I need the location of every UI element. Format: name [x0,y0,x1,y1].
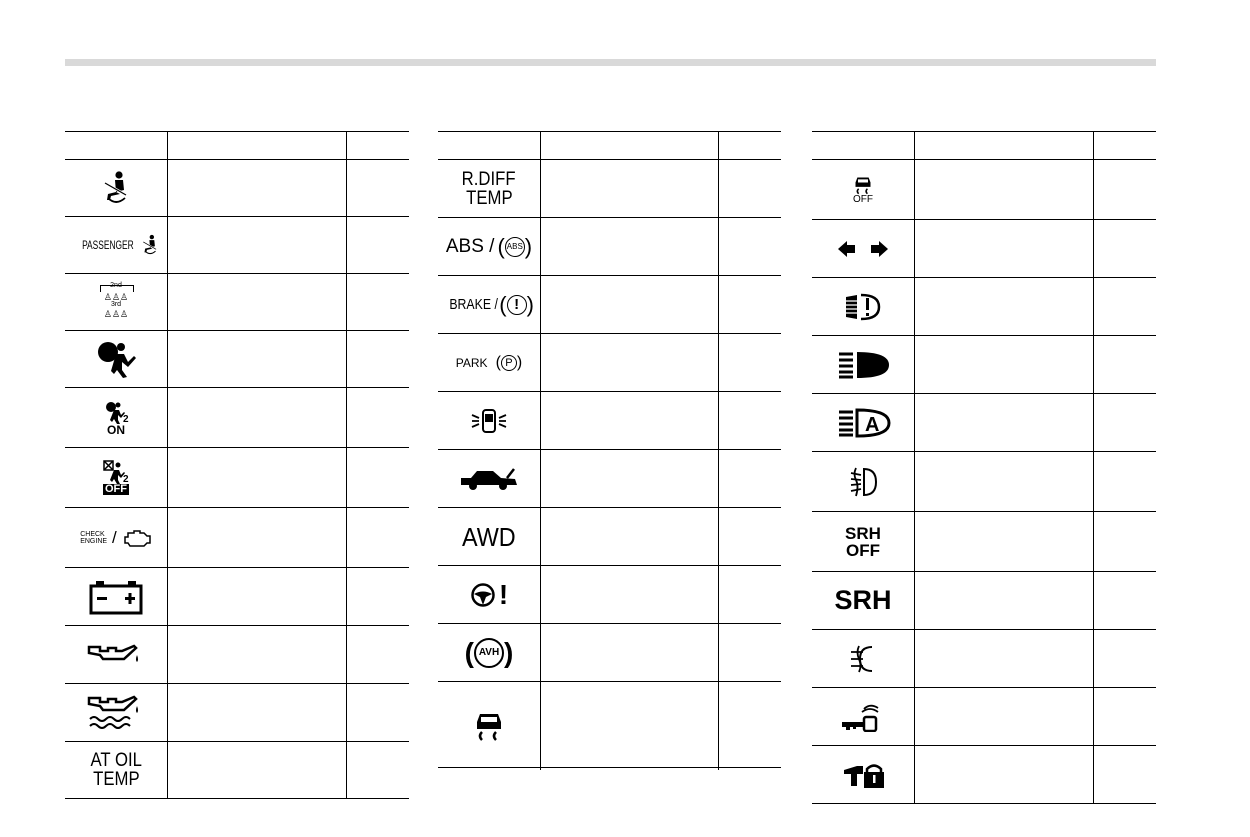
at-oil-temp-warning-icon: AT OIL TEMP [65,742,168,798]
table-row: AT OIL TEMP [65,742,409,798]
low-oil-level-warning-icon [65,684,168,741]
table-row [438,392,781,450]
check-engine-icon: CHECK ENGINE / [65,508,168,567]
table-header [812,132,1156,160]
table-row: ABS / (ABS) [438,218,781,276]
rear-seatbelt-reminder-icon: 2nd ♙♙♙ 3rd ♙♙♙ [65,274,168,330]
table-row [812,630,1156,688]
avh-badge: AVH [474,637,504,668]
front-fog-light-icon [812,452,915,511]
brake-warning-icon: BRAKE / (!) [438,276,541,333]
vdc-off-icon: OFF [812,160,915,219]
auto-high-beam-icon: A [812,394,915,451]
brake-label: BRAKE / [449,296,498,313]
second-row-label: 2nd [110,282,122,289]
abs-label: ABS / [445,236,495,257]
table-row [812,688,1156,746]
airbag-off-label: OFF [103,483,129,495]
awd-warning-icon: AWD [438,508,541,565]
power-steering-warning-icon: ! [438,566,541,623]
warning-lights-table-3: OFF [812,131,1156,804]
warning-lights-table-1: PASSENGER 2nd ♙♙♙ 3rd ♙♙♙ [65,131,409,799]
table-row [438,450,781,508]
srh-warning-icon: SRH [812,572,915,629]
warning-lights-table-2: R.DIFF TEMP ABS / (ABS) BRAKE / (!) PARK… [438,131,781,770]
srh-label: SRH [845,523,881,543]
srh-warning-label: SRH [834,585,892,615]
headlight-leveling-warning-icon [812,278,915,335]
table-row: ! [438,566,781,624]
check-label: CHECK [80,530,105,538]
table-row: R.DIFF TEMP [438,160,781,218]
at-oil-label: AT OIL [90,750,142,771]
table-header [65,132,409,160]
engine-label: ENGINE [80,537,108,545]
table-row [65,331,409,388]
page-top-bar [65,59,1156,66]
trunk-open-warning-icon [438,450,541,507]
rear-fog-light-icon [812,630,915,687]
awd-label: AWD [462,521,516,552]
high-beam-icon [812,336,915,393]
rear-diff-temp-icon: R.DIFF TEMP [438,160,541,217]
park-badge: P [500,354,517,371]
table-row [65,684,409,742]
rdiff-label: R.DIFF [462,168,516,190]
seatbelt-warning-icon [65,160,168,216]
passenger-seatbelt-warning-icon: PASSENGER [65,217,168,273]
passenger-label: PASSENGER [82,238,134,252]
auto-badge: A [865,414,879,436]
temp-label: TEMP [92,769,140,790]
table-row: SRH OFF [812,512,1156,572]
srh-off-icon: SRH OFF [812,512,915,571]
table-row: 2nd ♙♙♙ 3rd ♙♙♙ [65,274,409,331]
separator: / [112,527,117,547]
table-row: SRH [812,572,1156,630]
brake-badge: ! [506,294,527,315]
srs-airbag-warning-icon [65,331,168,387]
table-row [65,626,409,684]
security-indicator-icon [812,746,915,803]
front-passenger-airbag-off-icon: 2 OFF [65,448,168,507]
temp-label: TEMP [465,187,513,209]
oil-pressure-warning-icon [65,626,168,683]
third-row-label: 3rd [110,301,122,308]
airbag-on-label: ON [107,422,125,437]
table-row: 2 OFF [65,448,409,508]
svg-text:2: 2 [123,474,129,484]
table-row [812,220,1156,278]
door-open-warning-icon [438,392,541,449]
table-row [812,278,1156,336]
battery-charge-warning-icon [65,568,168,625]
table-row: PASSENGER [65,217,409,274]
vehicle-dynamics-control-icon [438,682,541,770]
table-row [65,568,409,626]
front-passenger-airbag-on-icon: 2 ON [65,388,168,447]
srh-off-label: OFF [846,540,880,560]
table-row [812,452,1156,512]
table-row: 2 ON [65,388,409,448]
vdc-off-label: OFF [853,193,873,205]
access-key-icon [812,688,915,745]
turn-signal-icon [812,220,915,277]
park-label: PARK [455,355,488,370]
parking-brake-icon: PARK (P) [438,334,541,391]
table-row: OFF [812,160,1156,220]
table-header [438,132,781,160]
table-row: AWD [438,508,781,566]
table-row: A [812,394,1156,452]
table-row: PARK (P) [438,334,781,392]
table-row: CHECK ENGINE / [65,508,409,568]
svg-text:2: 2 [123,414,129,424]
table-row [65,160,409,217]
abs-badge: ABS [504,236,525,257]
table-row [812,746,1156,803]
abs-warning-icon: ABS / (ABS) [438,218,541,275]
auto-vehicle-hold-icon: (AVH) [438,624,541,681]
table-row [812,336,1156,394]
table-row: BRAKE / (!) [438,276,781,334]
table-row: (AVH) [438,624,781,682]
table-row [438,682,781,770]
power-steering-badge: ! [498,578,509,610]
